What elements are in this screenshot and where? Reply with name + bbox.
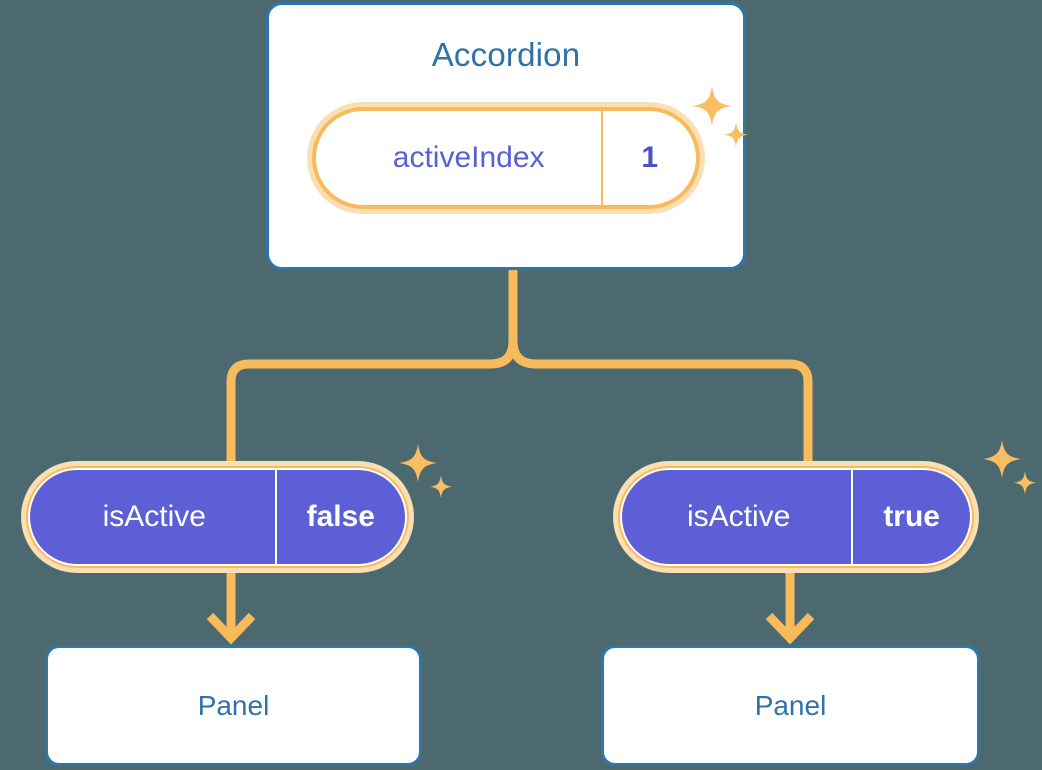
pill-body: activeIndex 1 bbox=[316, 111, 696, 205]
state-pill-is-active-false[interactable]: isActive false bbox=[21, 461, 414, 573]
state-pill-is-active-true[interactable]: isActive true bbox=[613, 461, 979, 573]
state-pill-active-index[interactable]: activeIndex 1 bbox=[307, 102, 705, 214]
state-value-label: 1 bbox=[601, 111, 696, 205]
component-title: Accordion bbox=[431, 36, 581, 73]
fork-connector-left-branch-icon bbox=[226, 335, 518, 483]
state-value-label: false bbox=[274, 470, 405, 564]
panel-title: Panel bbox=[754, 689, 827, 721]
state-key-label: activeIndex bbox=[392, 141, 545, 174]
pill-body: isActive true bbox=[622, 470, 970, 564]
panel-box-right[interactable]: Panel bbox=[601, 645, 980, 766]
sparkle-four-point-icon bbox=[983, 440, 1021, 478]
sparkle-four-point-small-icon bbox=[429, 475, 453, 499]
arrow-down-icon-left bbox=[206, 572, 256, 645]
sparkle-four-point-icon bbox=[399, 444, 437, 482]
state-value-label: true bbox=[851, 470, 970, 564]
panel-title: Panel bbox=[197, 689, 270, 721]
state-key-label: isActive bbox=[102, 500, 206, 533]
sparkle-decoration-right bbox=[983, 440, 1037, 495]
fork-connector-icon bbox=[508, 267, 813, 483]
panel-box-left[interactable]: Panel bbox=[45, 645, 422, 766]
sparkle-four-point-small-icon bbox=[1013, 471, 1037, 495]
arrow-down-icon-right bbox=[765, 572, 815, 645]
pill-body: isActive false bbox=[30, 470, 405, 564]
state-key-label: isActive bbox=[686, 500, 791, 533]
